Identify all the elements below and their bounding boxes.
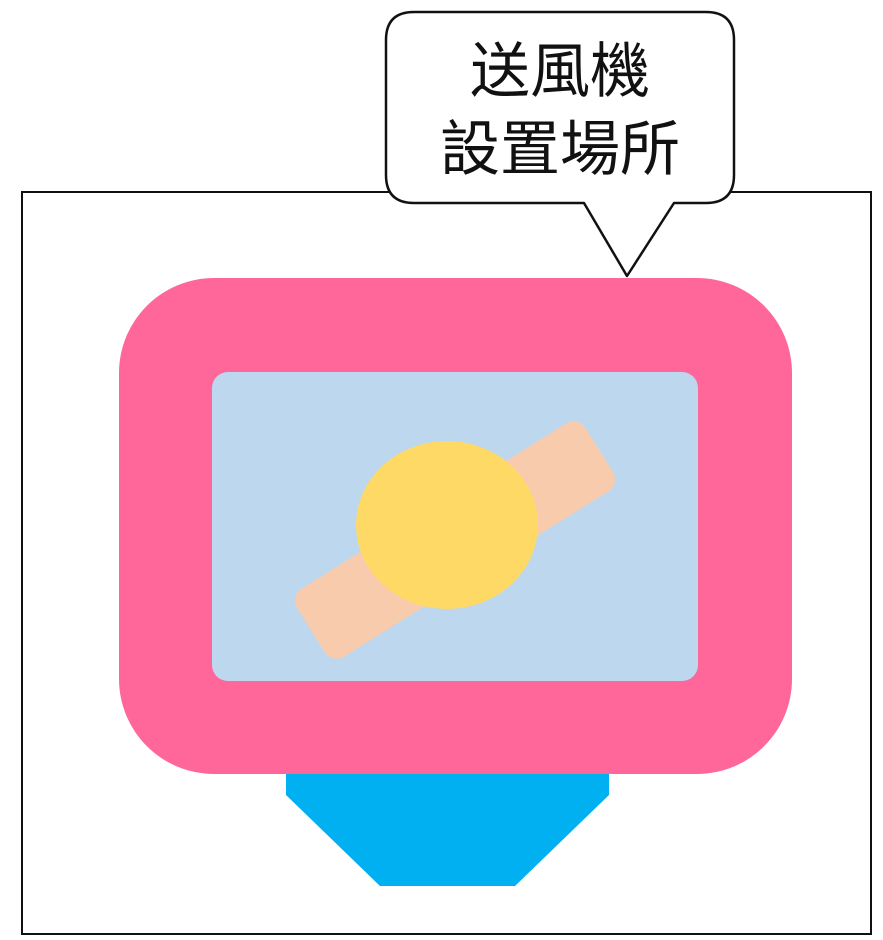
callout-label-line2: 設置場所 <box>440 115 680 185</box>
callout-label-line1: 送風機 <box>470 37 650 107</box>
callout-bubble <box>384 10 736 278</box>
base-stand <box>286 768 609 886</box>
yellow-circle <box>356 441 538 609</box>
